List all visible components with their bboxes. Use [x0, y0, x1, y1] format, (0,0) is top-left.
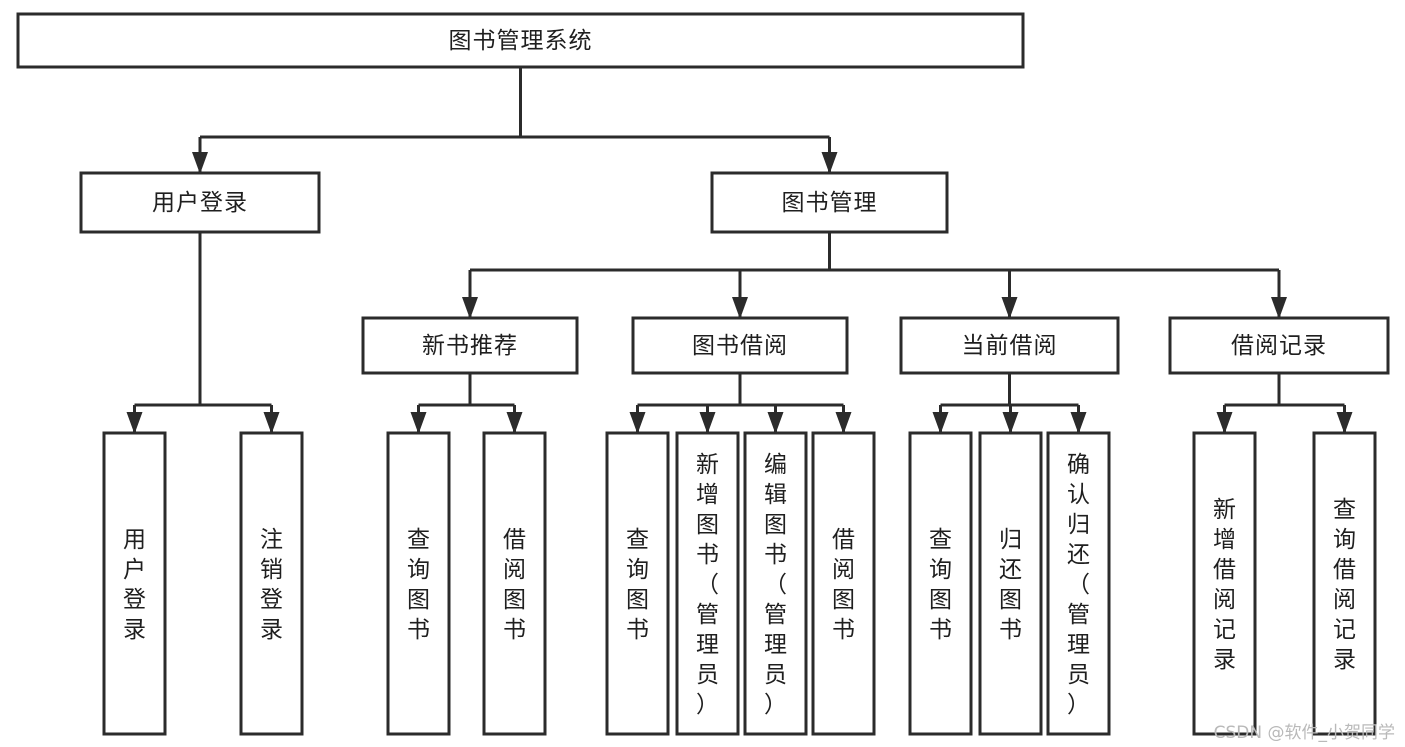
- node-box[interactable]: [743, 431, 808, 736]
- node-box[interactable]: [811, 431, 876, 736]
- node-leaf_add_record[interactable]: 新增借阅记录: [1192, 431, 1257, 736]
- arrow-head-icon: [732, 297, 748, 319]
- arrow-head-icon: [629, 412, 646, 434]
- node-box[interactable]: [631, 316, 849, 375]
- arrow-head-icon: [821, 152, 838, 174]
- node-leaf_return_book[interactable]: 归还图书: [978, 431, 1043, 736]
- arrow-head-icon: [126, 412, 143, 434]
- node-box[interactable]: [239, 431, 304, 736]
- node-layer: 图书管理系统用户登录图书管理新书推荐图书借阅当前借阅借阅记录用户登录注销登录查询…: [16, 12, 1390, 736]
- node-box[interactable]: [102, 431, 167, 736]
- node-box[interactable]: [1168, 316, 1390, 375]
- node-label: 图书管理: [782, 190, 878, 216]
- node-label: 图书借阅: [692, 333, 788, 359]
- arrow-head-icon: [192, 152, 208, 174]
- node-box[interactable]: [361, 316, 579, 375]
- arrow-head-icon: [1271, 297, 1287, 319]
- node-box[interactable]: [386, 431, 451, 736]
- node-leaf_borrow_book_2[interactable]: 借阅图书: [811, 431, 876, 736]
- connector-layer: [126, 67, 1353, 434]
- arrow-head-icon: [1336, 412, 1353, 434]
- node-label: 归还图书: [999, 527, 1022, 643]
- arrow-head-icon: [1216, 412, 1233, 434]
- node-label: 编辑图书（管理员）: [764, 452, 787, 718]
- arrow-head-icon: [932, 412, 949, 434]
- node-box[interactable]: [1312, 431, 1377, 736]
- node-box[interactable]: [675, 431, 740, 736]
- node-root[interactable]: 图书管理系统: [16, 12, 1025, 69]
- connector-group-l3_current_borrow: [932, 373, 1087, 434]
- node-leaf_query_book_1[interactable]: 查询图书: [386, 431, 451, 736]
- node-box[interactable]: [482, 431, 547, 736]
- node-box[interactable]: [605, 431, 670, 736]
- node-leaf_edit_book[interactable]: 编辑图书（管理员）: [743, 431, 808, 736]
- connector-group-l2_book_mgmt: [462, 232, 1287, 319]
- node-leaf_query_book_3[interactable]: 查询图书: [908, 431, 973, 736]
- node-leaf_confirm_return[interactable]: 确认归还（管理员）: [1046, 431, 1111, 736]
- node-label: 新书推荐: [422, 333, 518, 359]
- node-box[interactable]: [16, 12, 1025, 69]
- node-label: 新增图书（管理员）: [696, 452, 719, 718]
- node-leaf_query_record[interactable]: 查询借阅记录: [1312, 431, 1377, 736]
- node-label: 查询借阅记录: [1333, 497, 1356, 673]
- node-l2_book_mgmt[interactable]: 图书管理: [710, 171, 949, 234]
- connector-group-l3_new_book_rec: [410, 373, 523, 434]
- arrow-head-icon: [699, 412, 716, 434]
- connector-group-root: [192, 67, 838, 174]
- node-box[interactable]: [79, 171, 321, 234]
- node-label: 借阅记录: [1231, 333, 1327, 359]
- connector-group-l2_user_login: [126, 232, 280, 434]
- node-box[interactable]: [899, 316, 1120, 375]
- node-label: 新增借阅记录: [1213, 497, 1236, 673]
- arrow-head-icon: [263, 412, 280, 434]
- node-box[interactable]: [1192, 431, 1257, 736]
- node-box[interactable]: [1046, 431, 1111, 736]
- node-label: 确认归还（管理员）: [1067, 452, 1090, 718]
- node-l3_new_book_rec[interactable]: 新书推荐: [361, 316, 579, 375]
- node-box[interactable]: [710, 171, 949, 234]
- arrow-head-icon: [506, 412, 523, 434]
- node-box[interactable]: [908, 431, 973, 736]
- node-label: 图书管理系统: [449, 28, 593, 54]
- node-box[interactable]: [978, 431, 1043, 736]
- node-label: 借阅图书: [832, 527, 855, 643]
- arrow-head-icon: [1001, 297, 1018, 319]
- node-label: 用户登录: [123, 527, 146, 643]
- node-l3_book_borrow[interactable]: 图书借阅: [631, 316, 849, 375]
- connector-group-l3_book_borrow: [629, 373, 852, 434]
- node-label: 用户登录: [152, 190, 248, 216]
- node-leaf_user_logout[interactable]: 注销登录: [239, 431, 304, 736]
- node-l3_current_borrow[interactable]: 当前借阅: [899, 316, 1120, 375]
- node-leaf_user_login[interactable]: 用户登录: [102, 431, 167, 736]
- node-leaf_add_book[interactable]: 新增图书（管理员）: [675, 431, 740, 736]
- node-leaf_query_book_2[interactable]: 查询图书: [605, 431, 670, 736]
- node-label: 查询图书: [407, 527, 430, 643]
- arrow-head-icon: [835, 412, 852, 434]
- csdn-watermark: CSDN @软件_小贺同学: [1213, 723, 1395, 743]
- node-label: 查询图书: [929, 527, 952, 643]
- arrow-head-icon: [410, 412, 427, 434]
- node-label: 借阅图书: [503, 527, 526, 643]
- arrow-head-icon: [767, 412, 784, 434]
- arrow-head-icon: [1002, 412, 1019, 434]
- node-label: 注销登录: [260, 527, 283, 643]
- node-l2_user_login[interactable]: 用户登录: [79, 171, 321, 234]
- node-leaf_borrow_book_1[interactable]: 借阅图书: [482, 431, 547, 736]
- arrow-head-icon: [1070, 412, 1087, 434]
- arrow-head-icon: [462, 297, 478, 319]
- node-label: 查询图书: [626, 527, 649, 643]
- node-label: 当前借阅: [962, 333, 1058, 359]
- node-l3_borrow_record[interactable]: 借阅记录: [1168, 316, 1390, 375]
- connector-group-l3_borrow_record: [1216, 373, 1353, 434]
